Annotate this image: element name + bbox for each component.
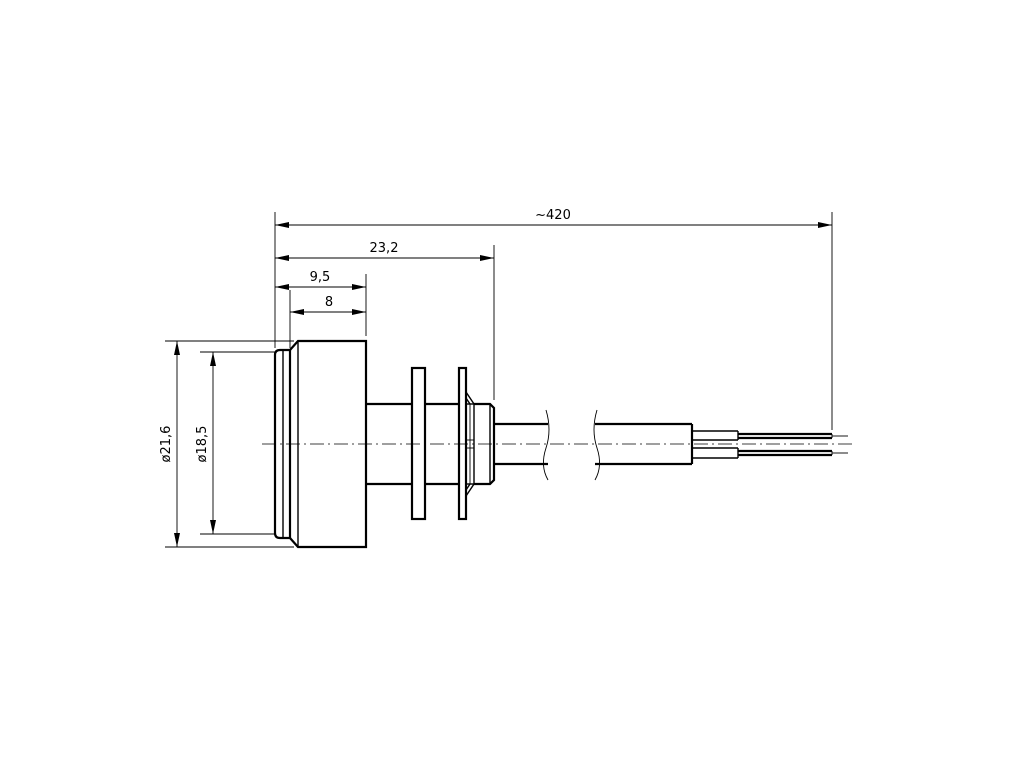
dimension-label-head-outer: 9,5 [310, 270, 331, 285]
dimension-label-outer-diameter: ø21,6 [159, 426, 174, 463]
rear-cap [474, 402, 496, 486]
sensor-head [273, 339, 368, 549]
wire-leads [692, 430, 848, 459]
dimension-head-outer: 9,5 [275, 270, 366, 290]
dimension-label-total-length: ~420 [535, 208, 571, 223]
sensor-shaft [366, 402, 459, 486]
dimension-outer-diameter: ø21,6 [159, 341, 180, 547]
dimension-length-to-nut: 23,2 [275, 241, 494, 261]
dimension-label-inner-diameter: ø18,5 [195, 426, 210, 463]
cable [494, 409, 694, 481]
dimension-head-inner: 8 [290, 295, 366, 315]
mounting-washers [410, 366, 475, 521]
extension-lines [165, 212, 833, 548]
dimension-total-length: ~420 [275, 208, 832, 228]
dimension-label-head-inner: 8 [325, 295, 333, 310]
dimension-label-length-to-nut: 23,2 [370, 241, 399, 256]
dimension-inner-diameter: ø18,5 [195, 352, 216, 534]
